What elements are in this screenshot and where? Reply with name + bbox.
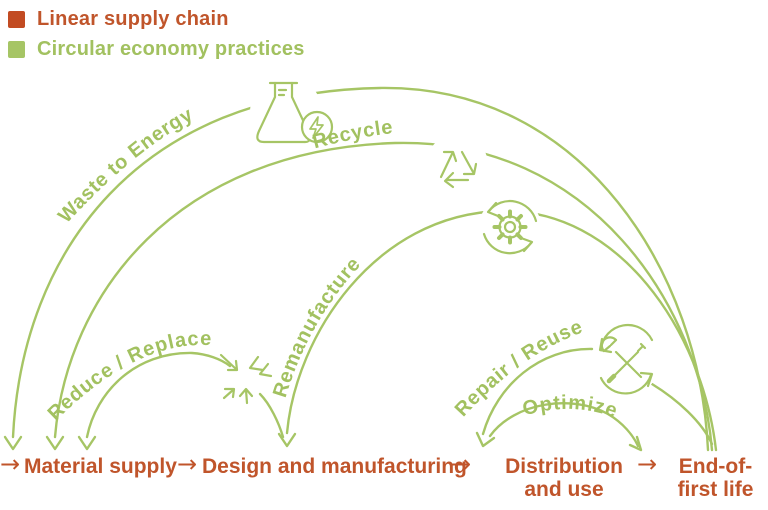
chain-arrow-2: → xyxy=(177,450,198,478)
legend: Linear supply chain Circular economy pra… xyxy=(8,8,305,68)
legend-item-linear: Linear supply chain xyxy=(8,8,305,30)
stage-distribution-use: Distribution and use xyxy=(505,455,623,501)
recycle-icon xyxy=(439,150,478,189)
waste-to-energy-text: Waste to Energy xyxy=(54,103,196,227)
chain-arrow-1: → xyxy=(0,450,21,478)
stage-end-of-first-life: End-of-first life xyxy=(677,455,754,501)
gear-cycle-icon xyxy=(482,199,538,255)
chain-arrow-4: → xyxy=(637,450,658,478)
arrowhead-material-2 xyxy=(45,435,65,451)
remanufacture-label: Remanufacture xyxy=(269,253,365,400)
optimize-label: Optimize xyxy=(520,392,620,423)
circular-swatch xyxy=(8,40,25,58)
remanufacture-text: Remanufacture xyxy=(269,253,364,400)
tools-cycle-icon xyxy=(598,323,654,395)
repair-reuse-arc-right xyxy=(650,382,714,446)
stage-material-supply: Material supply xyxy=(24,455,177,478)
arrowhead-material-3 xyxy=(77,435,97,451)
reduce-replace-arc-left xyxy=(85,351,232,439)
waste-to-energy-arc xyxy=(11,86,710,452)
legend-label-circular: Circular economy practices xyxy=(37,37,305,60)
chain-arrow-3: → xyxy=(451,450,472,478)
converging-arrows-icon xyxy=(219,353,273,405)
flask-energy-icon xyxy=(256,81,334,144)
arrowhead-optimize-right xyxy=(628,435,643,452)
optimize-arc xyxy=(488,402,640,448)
reduce-replace-label: Reduce / Replace xyxy=(44,328,213,425)
arrowhead-material-1 xyxy=(3,435,23,451)
stage-design-manufacturing: Design and manufacturing xyxy=(202,455,467,478)
recycle-arc xyxy=(53,141,714,452)
optimize-text: Optimize xyxy=(520,392,619,423)
linear-swatch xyxy=(8,10,25,28)
arrowhead-distribution xyxy=(475,431,496,448)
waste-to-energy-label: Waste to Energy xyxy=(54,103,197,227)
repair-reuse-arc-left xyxy=(481,347,594,436)
arrowhead-design xyxy=(277,432,297,448)
legend-label-linear: Linear supply chain xyxy=(37,7,229,30)
reduce-replace-text: Reduce / Replace xyxy=(44,328,212,425)
reduce-replace-arc-right xyxy=(258,392,285,439)
legend-item-circular: Circular economy practices xyxy=(8,38,305,60)
